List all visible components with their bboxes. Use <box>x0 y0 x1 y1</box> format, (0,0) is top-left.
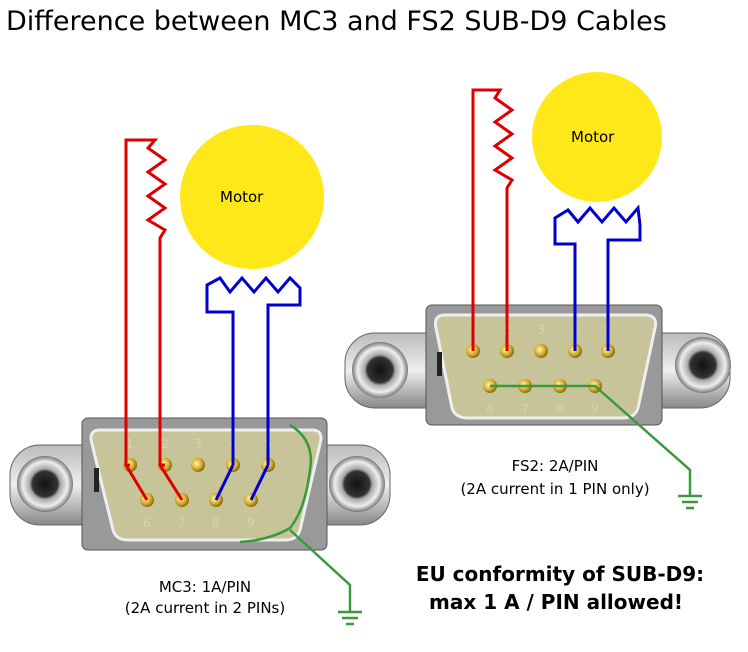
fs2-caption-line2: (2A current in 1 PIN only) <box>460 480 650 498</box>
svg-text:6: 6 <box>143 516 151 530</box>
screw-icon <box>17 456 73 512</box>
left-motor <box>180 125 324 269</box>
eu-note-line2: max 1 A / PIN allowed! <box>428 590 684 614</box>
svg-text:9: 9 <box>591 402 599 416</box>
screw-icon <box>352 342 408 398</box>
right-blue-wires <box>553 204 642 351</box>
svg-text:3: 3 <box>537 323 545 337</box>
svg-text:8: 8 <box>556 402 564 416</box>
svg-text:9: 9 <box>247 516 255 530</box>
right-motor-label: Motor <box>571 128 615 146</box>
mc3-caption-line2: (2A current in 2 PINs) <box>124 599 286 617</box>
svg-text:3: 3 <box>194 437 202 451</box>
right-red-wires <box>471 88 515 351</box>
left-blue-wires <box>205 275 302 501</box>
eu-note-line1: EU conformity of SUB-D9: <box>415 562 705 586</box>
svg-text:8: 8 <box>212 516 220 530</box>
svg-text:7: 7 <box>521 402 529 416</box>
right-ground-wire <box>490 384 702 510</box>
left-ground-wire <box>239 423 362 626</box>
left-motor-label: Motor <box>220 188 264 206</box>
right-motor <box>532 72 662 202</box>
diagram-title: Difference between MC3 and FS2 SUB-D9 Ca… <box>6 6 667 37</box>
svg-text:7: 7 <box>178 516 186 530</box>
screw-icon <box>329 456 385 512</box>
svg-text:6: 6 <box>486 402 494 416</box>
svg-text:1: 1 <box>126 437 134 451</box>
mc3-caption-line1: MC3: 1A/PIN <box>158 578 252 596</box>
screw-icon <box>675 337 731 393</box>
left-red-wires <box>124 138 184 501</box>
fs2-caption-line1: FS2: 2A/PIN <box>511 457 599 475</box>
svg-text:2: 2 <box>161 437 169 451</box>
